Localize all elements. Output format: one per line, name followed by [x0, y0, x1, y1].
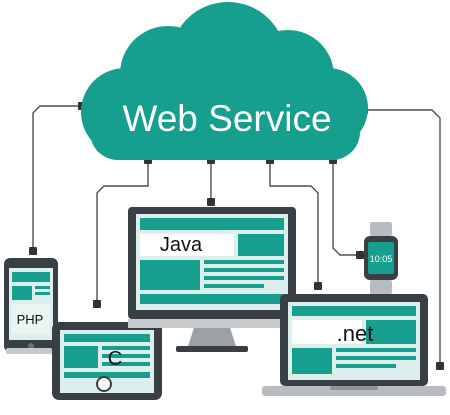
cloud-shape	[81, 2, 368, 160]
cloud: Web Service	[81, 2, 368, 160]
wire-right	[365, 109, 441, 365]
plug-watch	[356, 251, 364, 259]
connector-wires	[32, 105, 441, 365]
phone-label: PHP	[17, 312, 44, 327]
plug-laptop	[314, 282, 322, 290]
laptop-device: .net	[262, 294, 446, 396]
plug-tablet	[93, 300, 101, 308]
watch-device: 10:05	[364, 222, 398, 294]
watch-time: 10:05	[370, 254, 393, 264]
plug-phone	[29, 247, 37, 255]
tablet-device: C	[52, 322, 162, 400]
laptop-label: .net	[337, 321, 374, 346]
phone-device: PHP	[4, 258, 58, 354]
plug-right	[436, 362, 444, 370]
tablet-label: C	[108, 348, 122, 370]
cloud-label: Web Service	[122, 98, 331, 139]
wire-phone	[32, 105, 80, 250]
plug-monitor-top	[207, 198, 215, 206]
monitor-device: Java	[128, 207, 296, 352]
wire-tablet	[96, 160, 149, 302]
monitor-label: Java	[160, 234, 203, 256]
wire-laptop	[269, 160, 319, 285]
wire-watch	[332, 160, 360, 256]
